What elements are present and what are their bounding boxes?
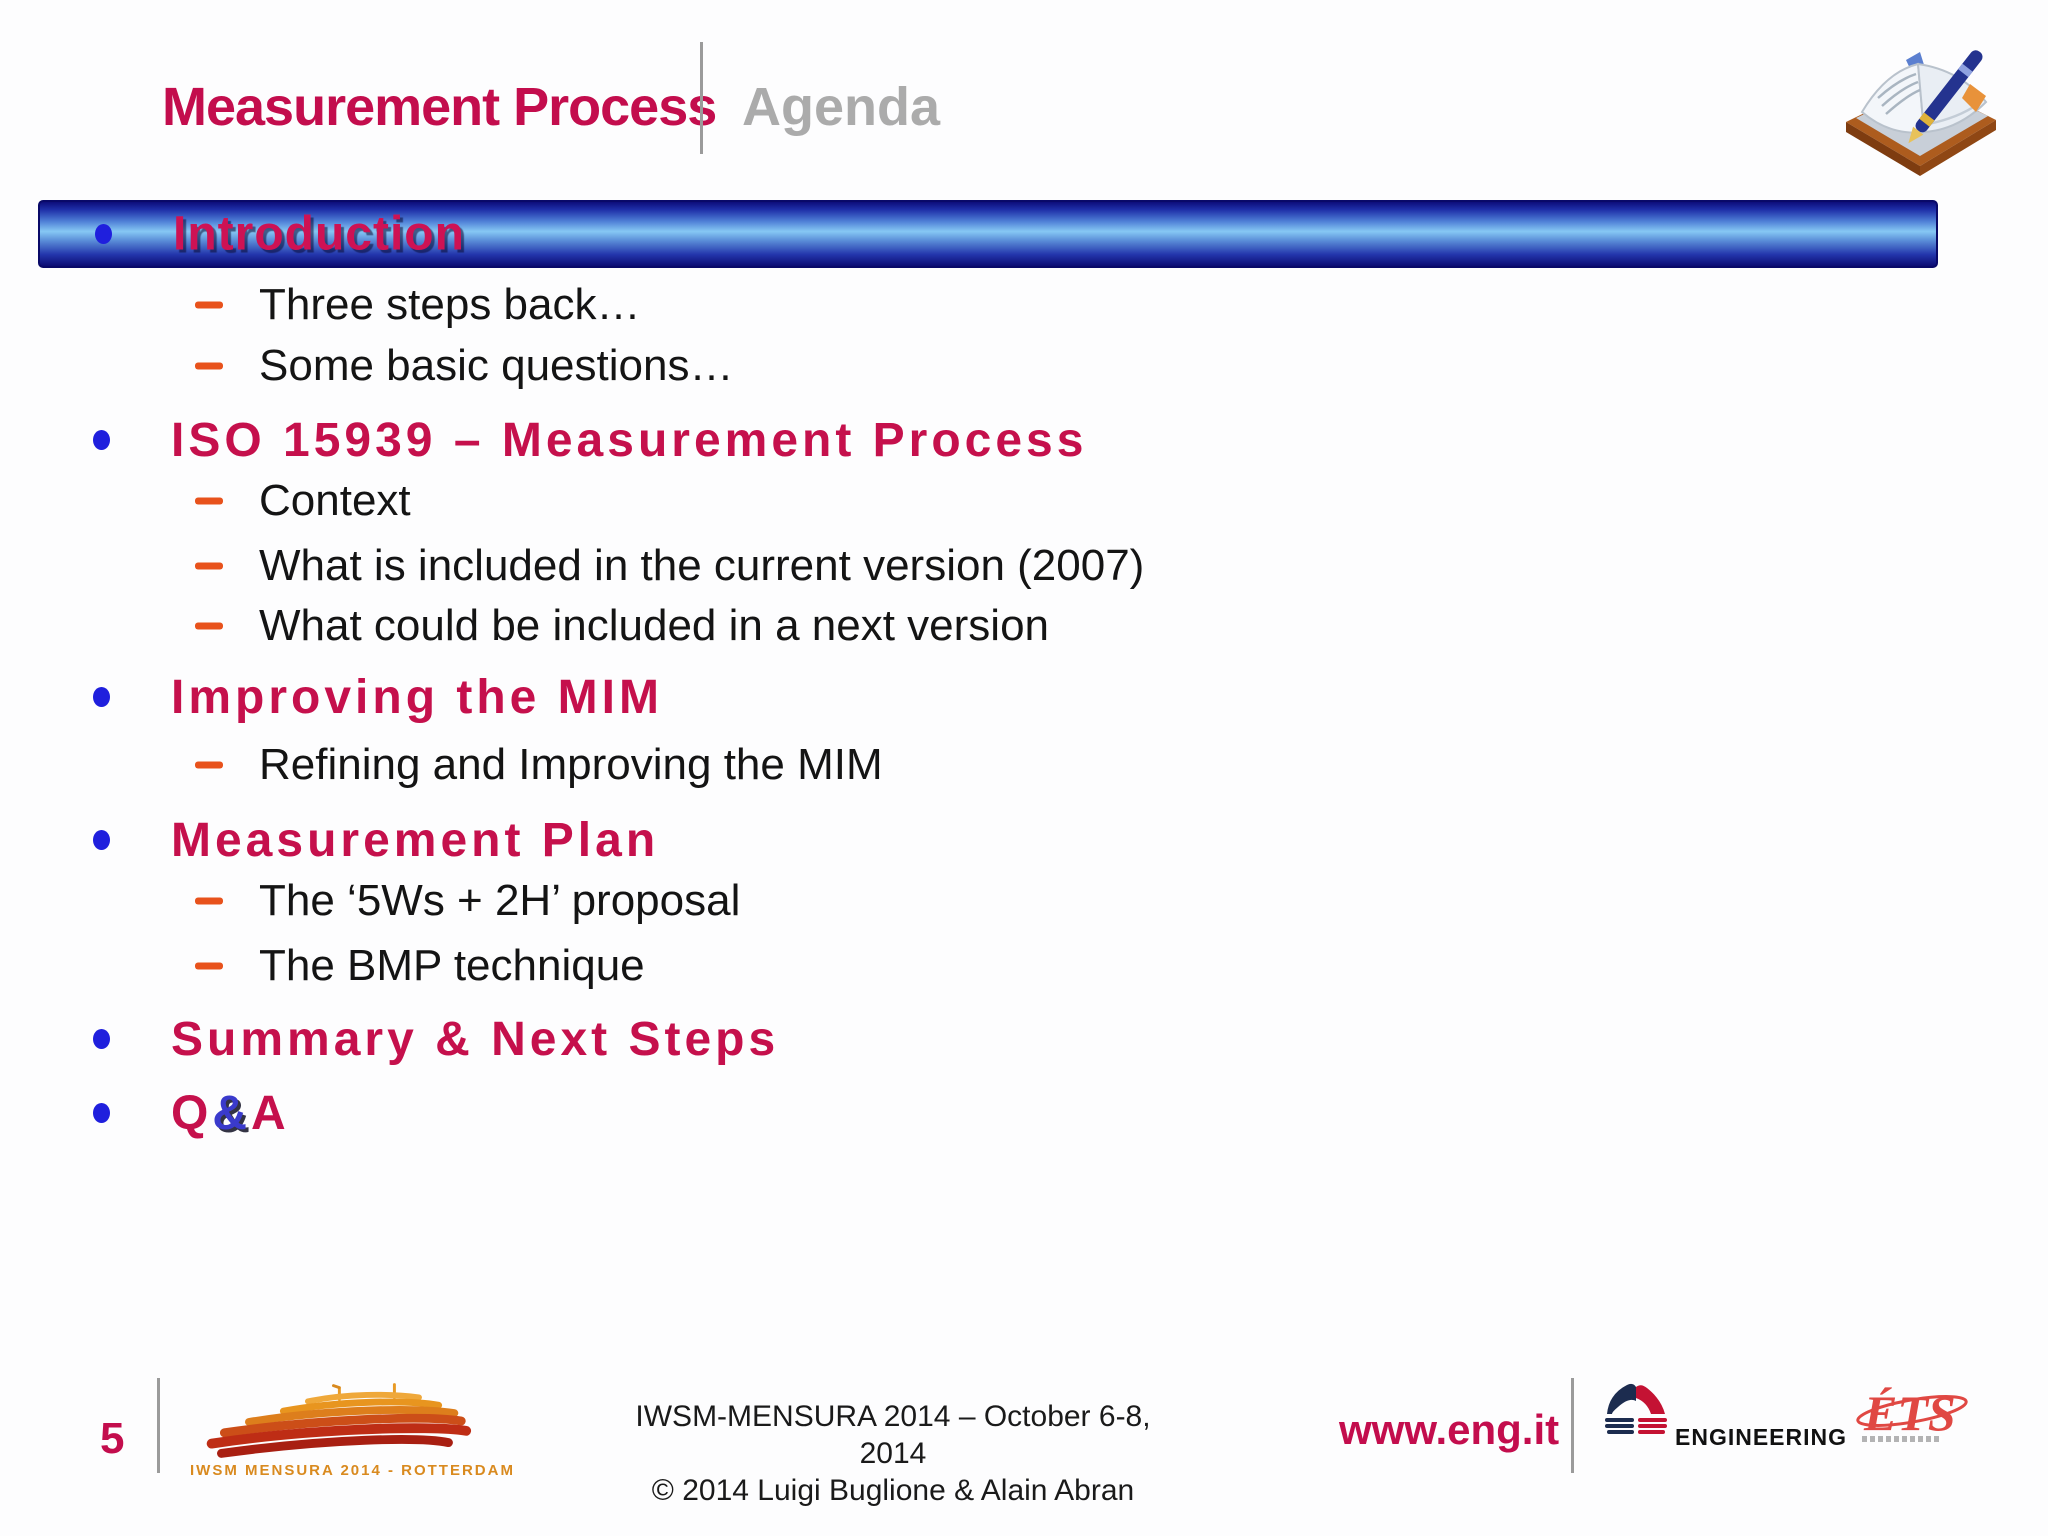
section-heading: ISO 15939 – Measurement Process [171,413,1088,467]
list-item: The ‘5Ws + 2H’ proposal [0,869,2048,933]
page-title: Measurement Process [162,77,717,137]
qa-a: A [251,1086,290,1140]
list-item: What could be included in a next version [0,594,2048,658]
qa-ampersand: & [212,1086,252,1140]
bullet-marker [93,830,110,850]
footer-divider [1571,1378,1574,1473]
dash-marker [195,301,223,309]
section-heading: Summary & Next Steps [171,1012,780,1066]
conference-ship-logo: IWSM MENSURA 2014 - ROTTERDAM [190,1380,515,1480]
list-item-label: What is included in the current version … [259,541,1145,590]
list-item-label: The ‘5Ws + 2H’ proposal [259,876,741,925]
website-link: www.eng.it [1339,1406,1560,1453]
dash-marker [195,497,223,505]
list-item: Three steps back… [0,273,2048,337]
dash-marker [195,622,223,630]
dash-marker [195,562,223,570]
section-heading: Improving the MIM [171,670,663,724]
header-divider [700,42,703,154]
footer-divider [157,1378,160,1473]
engineering-logo-label: ENGINEERING [1675,1424,1848,1450]
engineering-peak-icon [1605,1383,1667,1434]
dash-marker [195,761,223,769]
list-item-label: What could be included in a next version [259,601,1050,650]
bullet-marker [93,430,110,450]
ets-logo-text: ÉTS [1863,1385,1956,1441]
ets-logo: ÉTS [1850,1378,2020,1458]
conference-line: IWSM-MENSURA 2014 – October 6-8, 2014 [635,1400,1151,1470]
section-heading-row: Improving the MIM [0,661,2048,733]
list-item-label: Refining and Improving the MIM [259,740,883,789]
list-item: Some basic questions… [0,334,2048,398]
ship-logo-caption: IWSM MENSURA 2014 - ROTTERDAM [190,1462,515,1479]
section-heading-row: Measurement Plan [0,804,2048,876]
footer-credits: IWSM-MENSURA 2014 – October 6-8, 2014 © … [633,1398,1153,1509]
list-item-label: Three steps back… [259,280,641,329]
open-book-pen-icon [1846,50,1996,176]
list-item: The BMP technique [0,934,2048,998]
bullet-marker [95,224,112,244]
bullet-marker [93,1103,110,1123]
page-number: 5 [100,1414,125,1463]
bullet-marker [93,1029,110,1049]
list-item-label: Context [259,476,411,525]
qa-q: Q [171,1086,213,1140]
engineering-logo: ENGINEERING [1603,1380,1846,1455]
list-item-label: Some basic questions… [259,341,734,390]
list-item: Refining and Improving the MIM [0,733,2048,797]
dash-marker [195,362,223,370]
dash-marker [195,962,223,970]
cruise-ship-icon [206,1383,472,1458]
list-item: Context [0,469,2048,533]
ets-subtext-illegible [1862,1436,1942,1442]
copyright-line: © 2014 Luigi Buglione & Alain Abran [651,1474,1135,1507]
bullet-marker [93,687,110,707]
page-subtitle: Agenda [742,77,941,137]
list-item: What is included in the current version … [0,534,2048,598]
section-heading: Measurement Plan [171,813,660,867]
section-heading-qa: Q&A [171,1086,290,1141]
highlighted-agenda-bar: Introduction [38,200,1938,268]
dash-marker [195,897,223,905]
section-heading-row: Q&A [0,1077,2048,1149]
section-heading-row: ISO 15939 – Measurement Process [0,404,2048,476]
list-item-label: The BMP technique [259,941,645,990]
agenda-item-introduction: Introduction [173,207,465,261]
section-heading-row: Summary & Next Steps [0,1003,2048,1075]
ets-orbit-icon: ÉTS [1856,1385,1968,1441]
